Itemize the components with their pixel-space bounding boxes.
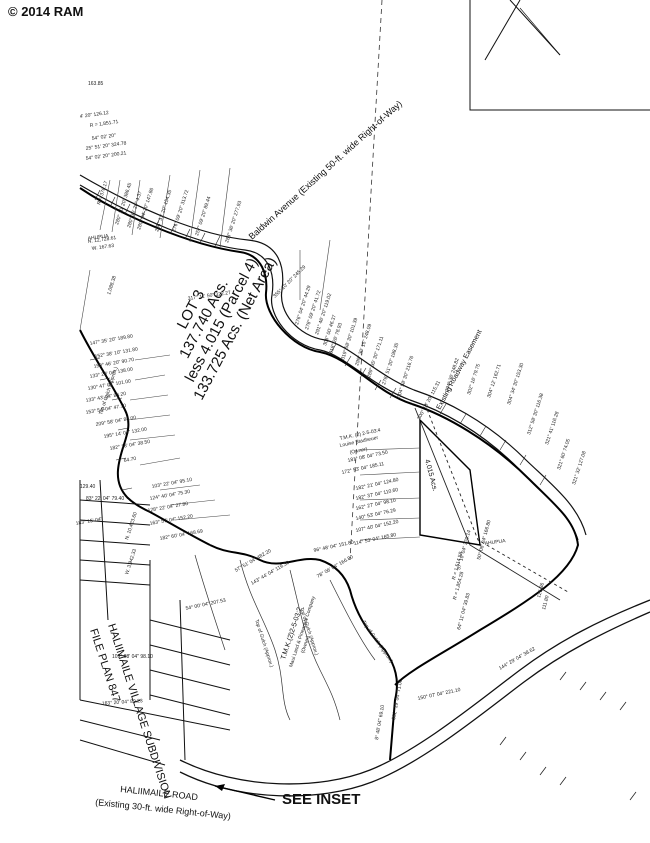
bearing-label: 319° 58' 30" 101.39: [340, 317, 359, 361]
bearing-label: 278° 51' 30" 198.35: [381, 342, 400, 386]
bearing-label: 289° 35' 30" 171.11: [366, 335, 385, 378]
see-inset-label: SEE INSET: [282, 791, 360, 808]
traverse-lines: [79, 167, 421, 541]
bearing-label: 312° 58' 30" 116.38: [526, 392, 545, 435]
bearing-label: 163.85: [88, 81, 104, 87]
bearing-label: 182° 18' 04" 38.50: [109, 439, 151, 452]
gulch-label-4: Top of Gulch (Approx.): [360, 620, 394, 665]
bearing-label: 103° 22' 04" 95.10: [151, 477, 193, 490]
ahupuaa-label-north: AHUPUA: [87, 233, 109, 242]
bearing-label: R = 1,851.71: [89, 119, 119, 129]
bearing-label: 78° 06' 04" 166.80: [316, 554, 355, 580]
bearing-label: 144° 29' 04" 38.62: [498, 646, 537, 672]
bearing-label: 83° 22' 04" 79.40: [86, 496, 124, 502]
bearing-label: 355° 10' 20" 245.29: [272, 264, 307, 299]
bearing-label: N. 12,728.61: [87, 235, 116, 245]
bearing-label: W. 167.63: [91, 243, 114, 252]
bearing-label: 163° 20' 04" 89.23: [102, 698, 143, 707]
bearing-label: 352° 19' 04" 71.00: [391, 679, 404, 721]
bearing-label: 64.70: [123, 456, 137, 464]
bearing-label: 317° 11' 50" 322.27: [187, 290, 231, 302]
bearing-label: 54° 00' 04" 207.53: [185, 598, 226, 612]
parcel-4-boundary: [419, 419, 481, 546]
hatch-marks-east: [499, 671, 637, 801]
bearing-label: 111.80: [541, 595, 551, 611]
lot-label: LOT 3 137.740 Acs. less 4.015 (Parcel 4)…: [174, 254, 280, 403]
bearing-label: 302° 16' 79.75: [466, 363, 482, 396]
bearing-label: 125.86: [536, 582, 546, 599]
bearing-label: 321° 41' 116.28: [544, 411, 560, 446]
bearing-label: 128° 22' 04" 27.80: [147, 501, 189, 514]
parcel-4-owner-note: (Owner): [349, 446, 368, 456]
bearing-label: 129.40: [80, 484, 96, 490]
bearing-label: 4' 20" 126.12: [79, 110, 109, 120]
parcel-4-area: 4.015 Acs.: [423, 459, 438, 492]
dimension-labels: 163.85 R = 1,851.71 54° 02' 20"25° 51' 20"…: [75, 81, 587, 740]
bearing-label: 209° 58' 04" 88.00: [95, 415, 137, 428]
gulch-label-2: Top of Gulch (Approx.): [253, 619, 274, 669]
bearing-label: 321° 60' 74.05: [556, 438, 572, 471]
bearing-label: 183° 15' 04": [75, 516, 103, 527]
subdivision-name: HALIIMAILE VILLAGE SUBDIVISION: [105, 622, 173, 800]
haliimaile-road-row: (Existing 30-ft. wide Right-of-Way): [95, 797, 232, 821]
ahupuaa-label-east: AHUPUA: [484, 538, 506, 547]
bearing-label: 114° 53' 04" 165.80: [353, 532, 397, 547]
bearing-label: 54° 02' 20": [91, 133, 116, 142]
bearing-label: 25° 51' 20" 324.78: [85, 140, 127, 152]
tmk-south-owner-note: (Owner): [300, 635, 311, 654]
bearing-label: 1,088.38: [106, 275, 118, 296]
bearing-label: 150° 07' 04" 221.10: [417, 687, 461, 702]
lot-3-boundary: [79, 187, 580, 761]
bearing-label: 283° 36' 20" 277.93: [224, 200, 243, 244]
inset-frame: [469, 0, 650, 111]
boundary-hatches: [89, 189, 547, 491]
bearing-label: N. 10,423.60: [124, 511, 139, 540]
bearing-label: 147° 35' 20" 189.80: [89, 333, 133, 347]
bearing-label: 304° 12' 162.71: [486, 363, 503, 398]
bearing-label: 54° 02' 20" 200.21: [85, 150, 127, 162]
bearing-label: 57° 51' 04" 482.20: [234, 548, 273, 574]
roadway-easement: [414, 403, 569, 601]
section-line-dashed: [349, 0, 383, 561]
copyright-notice: © 2014 RAM: [8, 4, 84, 19]
haliimaile-road: [179, 599, 650, 797]
bearing-label: 304° 34' 30" 153.30: [506, 362, 525, 406]
bearing-label: W. 3,942.33: [124, 548, 138, 575]
tmk-south-label: T.M.K.(2)2-5-03:2 Maui Land & Pineapple …: [280, 595, 317, 668]
gulch-lines: [194, 554, 376, 721]
bearing-label: 321° 32' 127.08: [571, 450, 588, 485]
bearing-label: 124° 40' 04" 75.30: [149, 489, 191, 502]
bearing-label: 109° 08' 04" 98.10: [112, 654, 153, 660]
see-inset-arrow: [214, 785, 276, 801]
bearing-label: 96° 48' 04" 151.80: [313, 540, 354, 554]
bearing-label: 304° 58' 30" 216.76: [396, 355, 415, 399]
bearing-label: 8° 48' 04" 69.10: [374, 704, 386, 740]
subdivision-lots: [79, 479, 231, 766]
bearing-label: 286° 31' 20" 154.35: [154, 189, 173, 233]
baldwin-avenue-label: Baldwin Avenue (Existing 50-ft. wide Rig…: [247, 98, 404, 241]
